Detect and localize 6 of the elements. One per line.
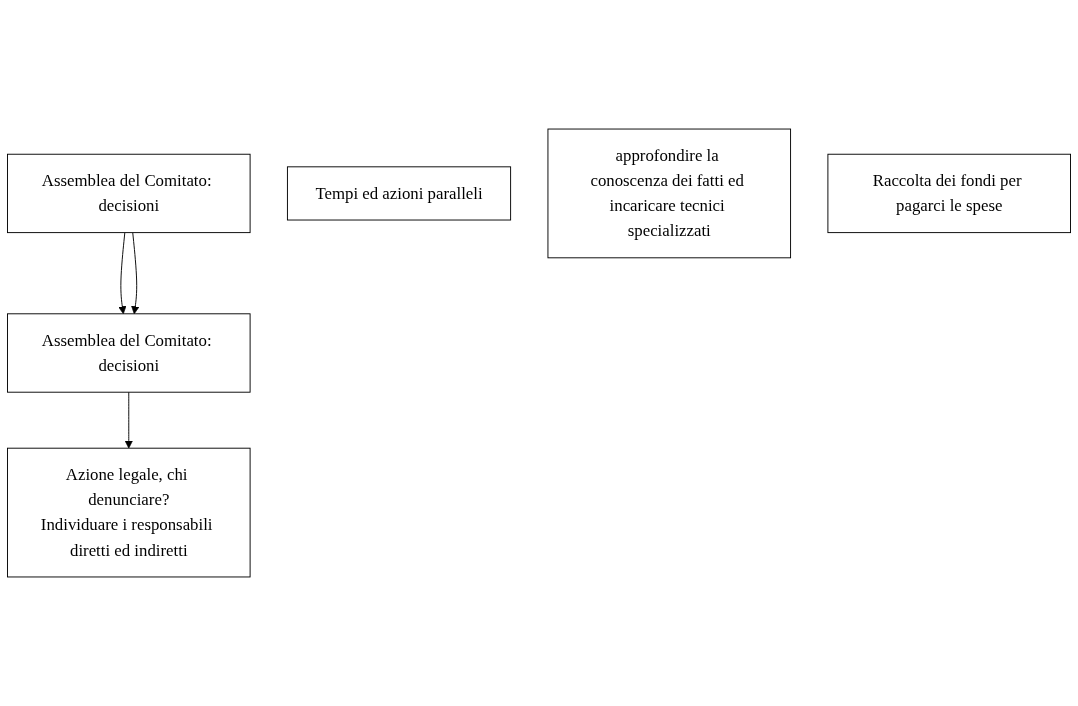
node-box: Tempi ed azioni paralleli — [286, 166, 512, 221]
node-box: Assemblea del Comitato: decisioni — [7, 313, 251, 393]
node-box: Assemblea del Comitato: decisioni — [7, 153, 251, 234]
node-box: Raccolta dei fondi per pagarci le spese — [827, 153, 1071, 234]
node-box: Azione legale, chi denunciare? Individuare i responsabili diretti ed indiretti — [7, 447, 251, 578]
node-box: approfondire la conoscenza dei fatti ed incaricare tecnici specializzati — [547, 128, 792, 259]
